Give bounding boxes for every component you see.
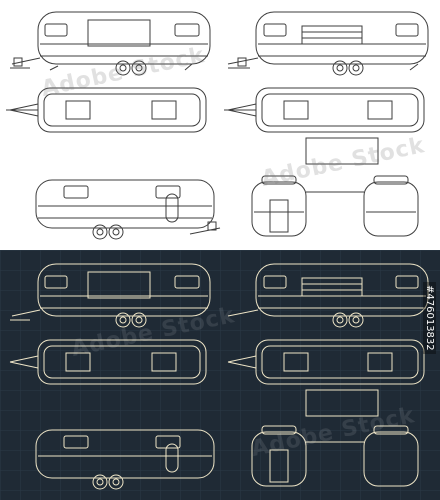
top-view-food-trailer bbox=[6, 87, 207, 133]
side-view-food-trailer-open-dark bbox=[227, 263, 429, 328]
top-view-food-trailer-awning-dark bbox=[227, 339, 425, 417]
blueprint-grid bbox=[0, 250, 440, 500]
light-blueprint-panel bbox=[6, 11, 429, 240]
top-view-food-trailer-awning bbox=[224, 87, 425, 165]
side-view-food-trailer-dark bbox=[10, 263, 211, 328]
front-rear-elevations bbox=[251, 175, 419, 237]
side-view-food-trailer-open bbox=[227, 11, 429, 76]
light-drawings bbox=[6, 11, 429, 240]
top-view-food-trailer-dark bbox=[9, 339, 207, 385]
dark-drawings bbox=[0, 250, 440, 500]
side-view-standard-trailer-dark bbox=[35, 429, 215, 490]
dark-blueprint-panel bbox=[0, 250, 440, 500]
front-rear-elevations-dark bbox=[251, 425, 419, 487]
side-view-food-trailer bbox=[10, 11, 211, 76]
stock-id-text: #476013832 bbox=[423, 282, 436, 354]
side-view-standard-trailer bbox=[35, 179, 221, 240]
stock-id-badge: #476013832 bbox=[423, 282, 438, 492]
